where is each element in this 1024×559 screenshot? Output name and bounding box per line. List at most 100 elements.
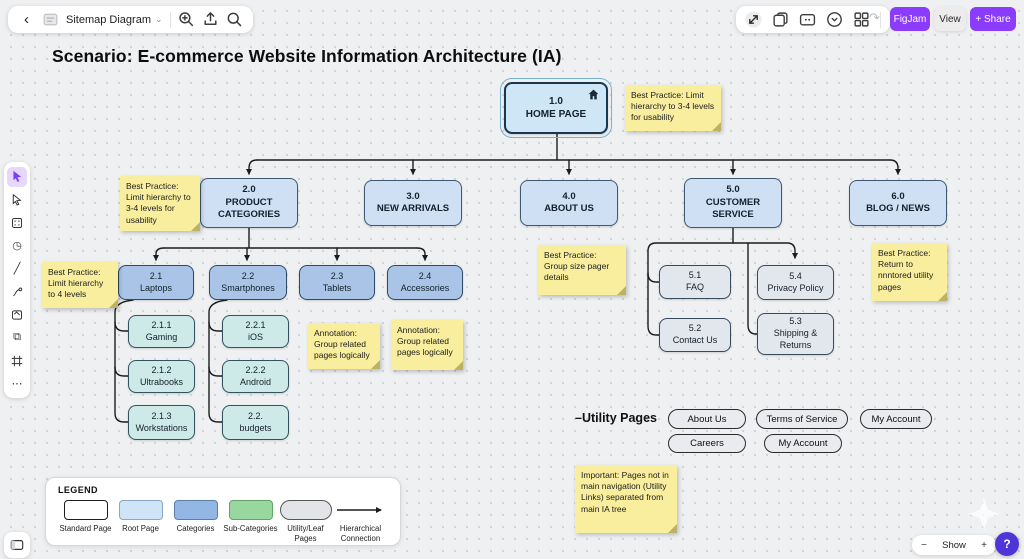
timer-icon[interactable]: ◷ — [12, 240, 22, 252]
node-label: Accessories — [400, 282, 450, 293]
node-label: Gaming — [145, 331, 178, 342]
node-number: 5.2 — [688, 323, 702, 334]
node-number: 1.0 — [549, 96, 563, 107]
apps-grid-icon[interactable] — [853, 11, 870, 28]
redo-icon[interactable]: ↷ — [869, 10, 880, 25]
node-laptops[interactable]: 2.1 Laptops — [118, 265, 194, 300]
home-icon — [588, 89, 599, 100]
figjam-button[interactable]: FigJam — [890, 7, 930, 31]
slides-icon[interactable] — [799, 11, 816, 28]
legend-panel[interactable]: LEGEND Standard Page Root Page Categorie… — [45, 477, 401, 546]
node-contact-us[interactable]: 5.2 Contact Us — [659, 318, 731, 352]
toolbar-divider — [880, 11, 881, 28]
expand-icon[interactable] — [745, 11, 762, 28]
node-ultrabooks[interactable]: 2.1.2 Ultrabooks — [128, 360, 195, 393]
utility-pill-careers[interactable]: Careers — [668, 434, 746, 453]
help-button[interactable]: ? — [995, 532, 1019, 556]
node-new-arrivals[interactable]: 3.0 NEW ARRIVALS — [364, 180, 462, 226]
node-android[interactable]: 2.2.2 Android — [222, 360, 289, 393]
zoom-in-icon[interactable] — [178, 11, 195, 28]
select-tool-icon[interactable] — [7, 166, 27, 187]
sticky-note-limit-4-levels[interactable]: Best Practice: Limit hierarchy to 4 leve… — [42, 262, 118, 308]
hierarchical-connection-arrow — [336, 507, 382, 513]
sparkle-watermark — [968, 498, 1000, 530]
node-label: iOS — [247, 331, 263, 342]
node-label: HOME PAGE — [525, 109, 587, 120]
node-number: 2.4 — [418, 270, 432, 281]
view-toolbar — [736, 6, 890, 33]
search-icon[interactable] — [226, 11, 243, 28]
node-workstations[interactable]: 2.1.3 Workstations — [128, 405, 195, 440]
legend-item-sub-categories: Sub-Categories — [223, 500, 278, 543]
sticky-note-important-utility-links[interactable]: Important: Pages not in main navigation … — [575, 465, 677, 533]
sticky-note-return-utility[interactable]: Best Practice: Return to nnntored utilit… — [872, 243, 947, 301]
node-number: 5.3 — [789, 316, 802, 327]
node-number: 6.0 — [891, 190, 905, 202]
node-gaming[interactable]: 2.1.1 Gaming — [128, 315, 195, 348]
node-number: 2.3 — [330, 270, 344, 281]
node-number: 5.1 — [688, 270, 702, 281]
utility-pill-my-account-2[interactable]: My Account — [764, 434, 842, 453]
node-label: Ultrabooks — [139, 376, 184, 387]
pages-icon[interactable] — [772, 11, 789, 28]
node-product-categories[interactable]: 2.0 PRODUCT CATEGORIES — [200, 178, 298, 228]
chevron-down-icon[interactable]: ⌄ — [154, 14, 163, 24]
node-budgets[interactable]: 2.2. budgets — [222, 405, 289, 440]
utility-pill-about-us[interactable]: About Us — [668, 409, 746, 429]
sticky-note-annotation-group-2[interactable]: Annotation: Group related pages logicall… — [391, 320, 463, 370]
more-tools-icon[interactable]: ⋯ — [11, 378, 23, 390]
node-ios[interactable]: 2.2.1 iOS — [222, 315, 289, 348]
section-tool-icon[interactable] — [7, 351, 27, 371]
duplicate-tool-icon[interactable]: ⧉ — [13, 331, 21, 343]
sidebar-icon — [10, 540, 24, 550]
line-tool-icon[interactable]: ╱ — [13, 263, 21, 275]
show-button[interactable]: Show — [942, 539, 966, 551]
node-number: 3.0 — [406, 190, 420, 202]
panel-toggle-button[interactable] — [4, 532, 30, 558]
prototype-icon[interactable] — [826, 11, 843, 28]
sticky-note-annotation-group-1[interactable]: Annotation: Group related pages logicall… — [308, 323, 380, 369]
node-customer-service[interactable]: 5.0 CUSTOMER SERVICE — [684, 178, 782, 228]
node-label: budgets — [239, 422, 272, 433]
utility-pages-swatch — [279, 500, 332, 520]
image-tool-icon[interactable] — [7, 305, 27, 325]
node-about-us[interactable]: 4.0 ABOUT US — [520, 180, 618, 226]
node-number: 2.1 — [149, 270, 163, 281]
node-accessories[interactable]: 2.4 Accessories — [387, 265, 463, 300]
node-shipping-returns[interactable]: 5.3 Shipping & Returns — [757, 313, 834, 355]
node-label: NEW ARRIVALS — [376, 203, 450, 214]
share-button[interactable]: + Share — [970, 7, 1016, 31]
node-number: 2.2. — [247, 410, 263, 421]
node-tablets[interactable]: 2.3 Tablets — [299, 265, 375, 300]
sticky-note-group-size-pager[interactable]: Best Practice: Group size pager details — [538, 245, 626, 295]
tool-rail: ◷ ╱ ⧉ ⋯ — [4, 162, 30, 398]
back-icon[interactable]: ‹ — [24, 11, 29, 28]
utility-pill-my-account-1[interactable]: My Account — [860, 409, 932, 429]
utility-pill-terms[interactable]: Terms of Service — [756, 409, 848, 429]
node-blog-news[interactable]: 6.0 BLOG / NEWS — [849, 180, 947, 226]
scenario-title[interactable]: Scenario: E-commerce Website Information… — [52, 46, 562, 66]
sticky-note-best-practice-levels-top[interactable]: Best Practice: Limit hierarchy to 3-4 le… — [625, 85, 721, 131]
node-label: FAQ — [685, 282, 704, 292]
sticker-tool-icon[interactable] — [7, 213, 27, 233]
node-faq[interactable]: 5.1 FAQ — [659, 265, 731, 299]
node-smartphones[interactable]: 2.2 Smartphones — [209, 265, 287, 300]
view-button[interactable]: View — [934, 7, 966, 31]
legend-item-root-page: Root Page — [113, 500, 168, 543]
sticky-note-best-practice-levels-left[interactable]: Best Practice: Limit hierarchy to 3-4 le… — [120, 176, 200, 231]
connector-tool-icon[interactable] — [7, 282, 27, 302]
utility-pages-label[interactable]: –Utility Pages — [575, 411, 657, 425]
node-number: 2.1.3 — [151, 410, 172, 421]
zoom-out-button[interactable]: − — [921, 539, 927, 551]
pointer-tool-icon[interactable] — [7, 190, 27, 210]
zoom-in-button[interactable]: + — [981, 539, 987, 551]
node-label: Tablets — [322, 282, 352, 293]
node-label: Shipping & Returns — [773, 328, 818, 350]
node-number: 2.0 — [242, 184, 256, 196]
legend-item-utility-pages: Utility/Leaf Pages — [278, 500, 333, 543]
legend-item-standard-page: Standard Page — [58, 500, 113, 543]
export-icon[interactable] — [202, 11, 219, 28]
node-home-page[interactable]: 1.0 HOME PAGE — [500, 78, 612, 138]
node-privacy-policy[interactable]: 5.4 Privacy Policy — [757, 265, 834, 300]
board-title[interactable]: Sitemap Diagram — [66, 13, 151, 26]
